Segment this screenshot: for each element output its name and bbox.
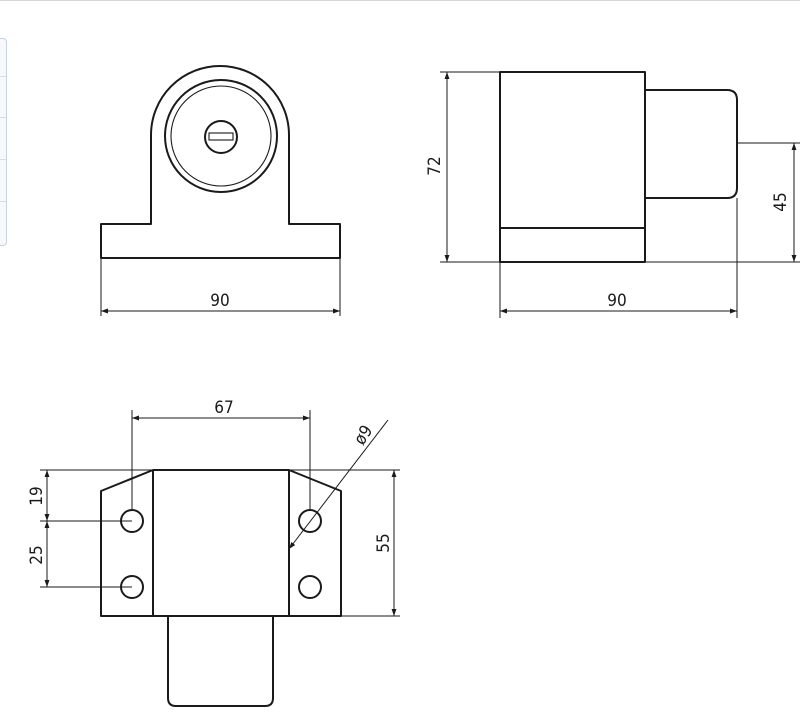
front-inner-ring — [170, 85, 272, 187]
screw-head — [204, 120, 238, 154]
side-width-label: 90 — [607, 291, 626, 311]
collapsed-side-panel[interactable] — [0, 38, 7, 246]
offset-label: 19 — [27, 486, 47, 505]
spacing-label: 67 — [214, 398, 233, 418]
top-pin — [167, 616, 274, 707]
hole-leader-line — [288, 419, 389, 550]
top-base-plate — [100, 469, 342, 617]
mounting-hole-bottom-right — [298, 575, 322, 599]
top-view: 67 ø9 19 25 55 — [27, 398, 400, 707]
front-width-label: 90 — [210, 291, 229, 311]
front-outer-ring — [164, 79, 278, 193]
window-top-border — [0, 0, 800, 1]
side-pin — [645, 89, 738, 199]
side-view: 72 45 90 — [425, 71, 800, 318]
side-pin-label: 45 — [771, 192, 791, 211]
side-height-label: 72 — [425, 156, 445, 175]
screw-slot — [208, 132, 234, 141]
depth-label: 55 — [374, 533, 394, 552]
front-view: 90 — [100, 65, 341, 316]
pitch-label: 25 — [27, 545, 47, 564]
side-body — [499, 71, 646, 263]
hole-diameter-label: ø9 — [350, 422, 377, 449]
front-body-outline — [100, 65, 341, 259]
